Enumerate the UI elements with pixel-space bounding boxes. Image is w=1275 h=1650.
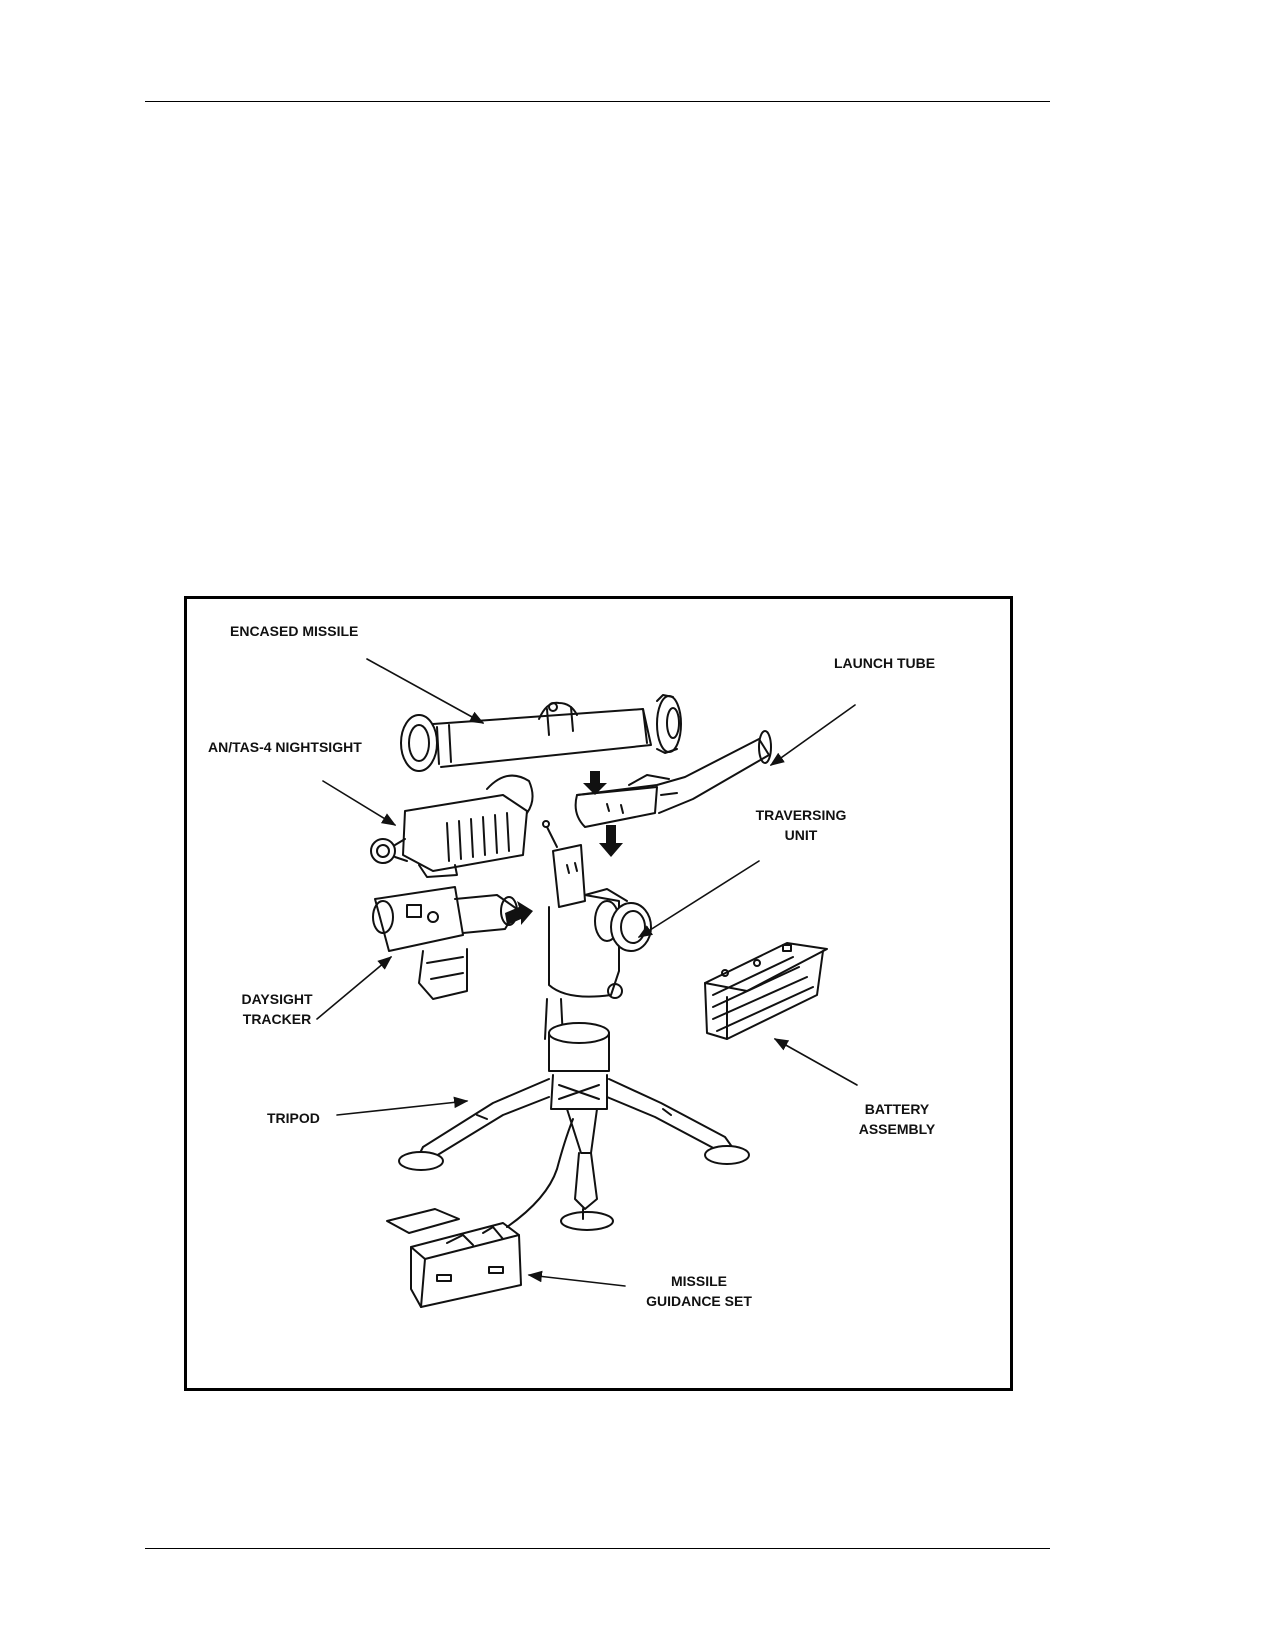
encased-missile-drawing xyxy=(400,694,682,772)
label-launch-tube: LAUNCH TUBE xyxy=(834,655,936,671)
launch-tube-drawing xyxy=(574,730,772,828)
battery-assembly-drawing xyxy=(704,942,828,1040)
nightsight-drawing xyxy=(370,774,534,878)
label-encased-missile: ENCASED MISSILE xyxy=(230,623,359,639)
traversing-unit-drawing xyxy=(542,820,652,1040)
guidance-set-drawing xyxy=(386,1118,574,1308)
leader-lines xyxy=(316,658,858,1287)
tripod-drawing xyxy=(398,1022,750,1231)
figure-frame: ENCASED MISSILE LAUNCH TUBE AN/TAS-4 NIG… xyxy=(184,596,1013,1391)
label-nightsight: AN/TAS-4 NIGHTSIGHT xyxy=(208,739,362,755)
footer-rule xyxy=(145,1548,1050,1549)
daysight-tracker-drawing xyxy=(372,886,518,1000)
label-tripod: TRIPOD xyxy=(267,1110,320,1126)
header-rule xyxy=(145,101,1050,102)
assembly-arrows xyxy=(505,771,623,925)
equipment-illustration xyxy=(316,658,858,1308)
